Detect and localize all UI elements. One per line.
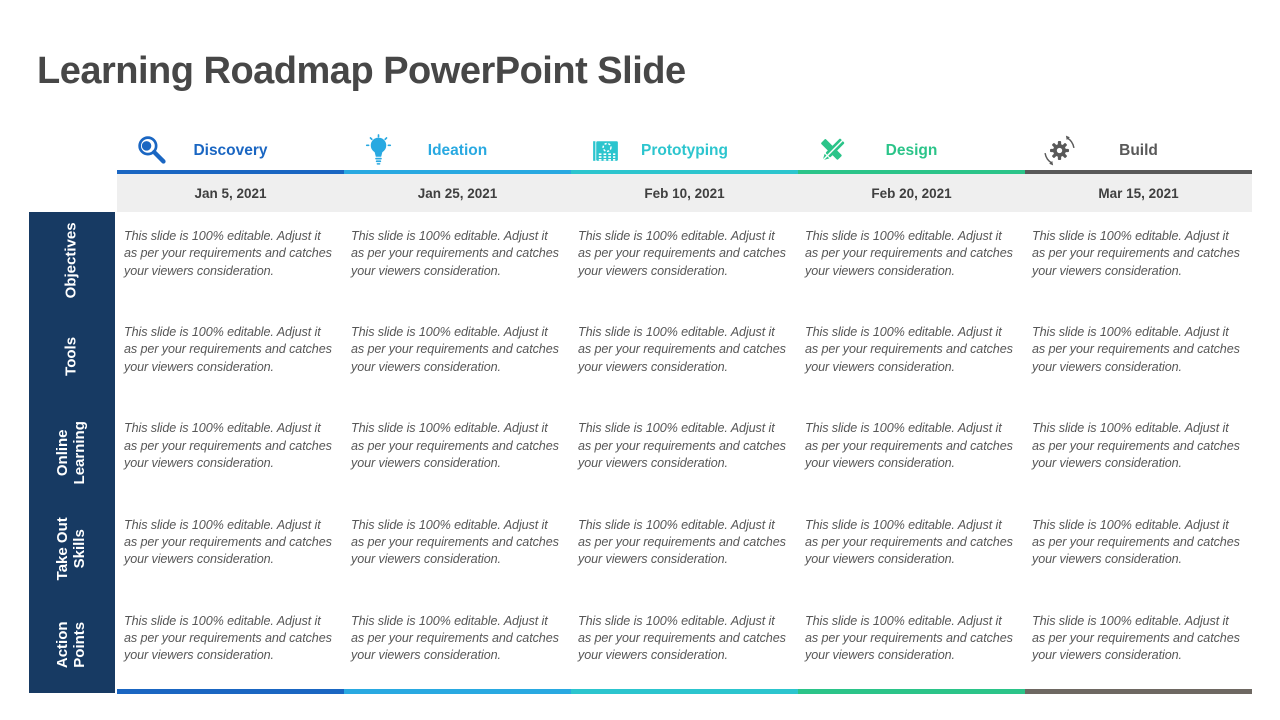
row-label: Online Learning [54,420,88,485]
pencil-cross-icon [816,134,849,167]
cell-online-learning-discovery[interactable]: This slide is 100% editable. Adjust it a… [117,404,344,500]
milestone-date[interactable]: Jan 25, 2021 [417,185,498,201]
cell-take-out-skills-discovery[interactable]: This slide is 100% editable. Adjust it a… [117,501,344,597]
cell-text: This slide is 100% editable. Adjust it a… [1032,517,1240,567]
column-header-build[interactable]: Build [1025,131,1252,174]
cell-online-learning-build[interactable]: This slide is 100% editable. Adjust it a… [1025,404,1252,500]
cell-text: This slide is 100% editable. Adjust it a… [1032,325,1240,374]
cell-tools-ideation[interactable]: This slide is 100% editable. Adjust it a… [344,308,571,404]
cell-text: This slide is 100% editable. Adjust it a… [351,517,559,567]
cell-text: This slide is 100% editable. Adjust it a… [578,229,786,278]
bar-ideation [344,689,571,694]
cell-tools-build[interactable]: This slide is 100% editable. Adjust it a… [1025,308,1252,404]
phase-header-row: Discovery [117,131,1252,174]
cell-action-points-design[interactable]: This slide is 100% editable. Adjust it a… [798,597,1025,693]
cell-tools-design[interactable]: This slide is 100% editable. Adjust it a… [798,308,1025,404]
row-label: Objectives [62,222,80,299]
cell-take-out-skills-design[interactable]: This slide is 100% editable. Adjust it a… [798,501,1025,597]
cell-text: This slide is 100% editable. Adjust it a… [124,325,332,374]
cell-text: This slide is 100% editable. Adjust it a… [805,325,1013,374]
row-label: Take Out Skills [54,517,88,581]
row-header-online-learning[interactable]: Online Learning [29,404,115,500]
bar-design [798,689,1025,694]
cell-text: This slide is 100% editable. Adjust it a… [351,325,559,374]
cell-action-points-discovery[interactable]: This slide is 100% editable. Adjust it a… [117,597,344,693]
row-header-take-out-skills[interactable]: Take Out Skills [29,501,115,597]
cell-text: This slide is 100% editable. Adjust it a… [578,325,786,374]
cell-action-points-build[interactable]: This slide is 100% editable. Adjust it a… [1025,597,1252,693]
cell-online-learning-ideation[interactable]: This slide is 100% editable. Adjust it a… [344,404,571,500]
cell-text: This slide is 100% editable. Adjust it a… [124,517,332,567]
cell-objectives-prototyping[interactable]: This slide is 100% editable. Adjust it a… [571,212,798,308]
cell-text: This slide is 100% editable. Adjust it a… [124,421,332,470]
cell-text: This slide is 100% editable. Adjust it a… [351,613,559,663]
cell-text: This slide is 100% editable. Adjust it a… [805,613,1013,663]
cell-action-points-ideation[interactable]: This slide is 100% editable. Adjust it a… [344,597,571,693]
column-header-design[interactable]: Design [798,131,1025,174]
bottom-phase-bars [117,689,1252,694]
cell-online-learning-design[interactable]: This slide is 100% editable. Adjust it a… [798,404,1025,500]
cell-text: This slide is 100% editable. Adjust it a… [578,613,786,663]
column-label: Prototyping [641,141,728,159]
cell-objectives-discovery[interactable]: This slide is 100% editable. Adjust it a… [117,212,344,308]
row-header-objectives[interactable]: Objectives [29,212,115,308]
cell-text: This slide is 100% editable. Adjust it a… [351,421,559,470]
row-label: Action Points [54,621,88,669]
cell-text: This slide is 100% editable. Adjust it a… [351,229,559,278]
cell-objectives-design[interactable]: This slide is 100% editable. Adjust it a… [798,212,1025,308]
column-label: Design [885,141,938,159]
cell-action-points-prototyping[interactable]: This slide is 100% editable. Adjust it a… [571,597,798,693]
magnifier-icon [135,134,168,167]
cell-text: This slide is 100% editable. Adjust it a… [1032,421,1240,470]
cell-text: This slide is 100% editable. Adjust it a… [805,229,1013,278]
row-header-sidebar: Objectives Tools Online Learning Take Ou… [29,212,115,693]
gear-sync-icon [1043,134,1076,167]
cell-text: This slide is 100% editable. Adjust it a… [578,517,786,567]
column-label: Discovery [193,141,268,159]
cell-text: This slide is 100% editable. Adjust it a… [1032,229,1240,278]
bar-discovery [117,689,344,694]
column-header-prototyping[interactable]: Prototyping [571,131,798,174]
milestone-date[interactable]: Jan 5, 2021 [194,185,267,201]
cell-tools-discovery[interactable]: This slide is 100% editable. Adjust it a… [117,308,344,404]
slide-title[interactable]: Learning Roadmap PowerPoint Slide [37,50,686,92]
bar-build [1025,689,1252,694]
milestone-date[interactable]: Feb 20, 2021 [871,185,952,201]
row-header-tools[interactable]: Tools [29,308,115,404]
milestone-date[interactable]: Mar 15, 2021 [1098,185,1179,201]
column-header-ideation[interactable]: Ideation [344,131,571,174]
row-label: Tools [62,336,80,376]
cell-text: This slide is 100% editable. Adjust it a… [124,229,332,278]
cell-text: This slide is 100% editable. Adjust it a… [805,517,1013,567]
cell-take-out-skills-prototyping[interactable]: This slide is 100% editable. Adjust it a… [571,501,798,597]
column-header-discovery[interactable]: Discovery [117,131,344,174]
roadmap-grid: This slide is 100% editable. Adjust it a… [117,212,1252,693]
cell-text: This slide is 100% editable. Adjust it a… [578,421,786,470]
bar-prototyping [571,689,798,694]
cell-objectives-build[interactable]: This slide is 100% editable. Adjust it a… [1025,212,1252,308]
cell-text: This slide is 100% editable. Adjust it a… [1032,613,1240,663]
cell-text: This slide is 100% editable. Adjust it a… [124,613,332,663]
row-header-action-points[interactable]: Action Points [29,597,115,693]
column-label: Build [1119,141,1158,159]
cell-take-out-skills-build[interactable]: This slide is 100% editable. Adjust it a… [1025,501,1252,597]
cell-take-out-skills-ideation[interactable]: This slide is 100% editable. Adjust it a… [344,501,571,597]
column-label: Ideation [427,141,488,159]
cell-objectives-ideation[interactable]: This slide is 100% editable. Adjust it a… [344,212,571,308]
cell-tools-prototyping[interactable]: This slide is 100% editable. Adjust it a… [571,308,798,404]
milestone-date-row: Jan 5, 2021 Jan 25, 2021 Feb 10, 2021 Fe… [117,174,1252,212]
lightbulb-icon [362,134,395,167]
milestone-date[interactable]: Feb 10, 2021 [644,185,725,201]
cell-online-learning-prototyping[interactable]: This slide is 100% editable. Adjust it a… [571,404,798,500]
blueprint-gear-icon [589,134,622,167]
cell-text: This slide is 100% editable. Adjust it a… [805,421,1013,470]
